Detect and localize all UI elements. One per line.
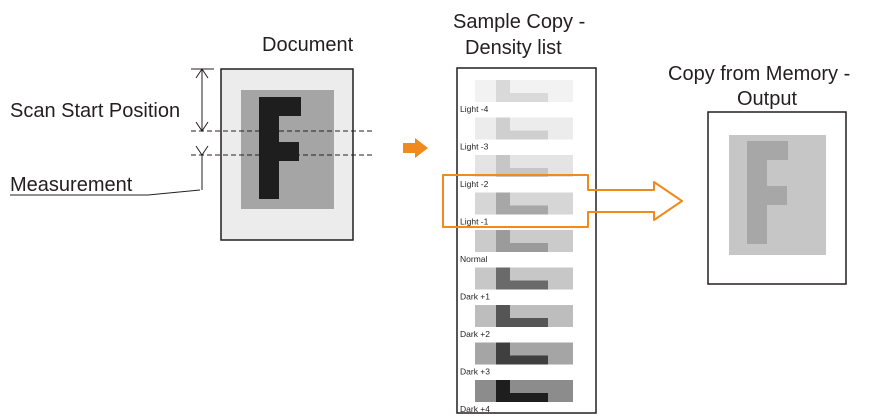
measurement-leader <box>10 189 201 196</box>
density-swatch-label: Dark +1 <box>460 292 490 302</box>
density-list-title-line1: Sample Copy - <box>453 11 586 33</box>
density-swatch-stroke-horizontal <box>496 205 548 215</box>
scan-start-position-label: Scan Start Position <box>10 100 181 122</box>
density-swatch-stroke-horizontal <box>496 318 548 327</box>
density-swatch-stroke-horizontal <box>496 393 548 402</box>
scan-start-arrow-top <box>195 68 209 79</box>
density-swatch: Dark +2 <box>460 305 573 339</box>
density-swatch-label: Light -1 <box>460 217 489 227</box>
density-swatch: Light -1 <box>460 192 573 227</box>
highlight-callout <box>442 174 683 228</box>
density-swatch-label: Light -2 <box>460 179 489 189</box>
density-swatch: Light -3 <box>460 117 573 152</box>
density-swatch: Dark +4 <box>460 380 573 414</box>
density-swatch: Light -4 <box>460 80 573 114</box>
measurement-markers <box>10 68 373 196</box>
density-swatch-label: Light -3 <box>460 142 489 152</box>
density-swatch: Dark +1 <box>460 267 573 302</box>
density-swatch: Light -2 <box>460 155 573 189</box>
density-swatch-stroke-horizontal <box>496 280 548 290</box>
document-letter-f <box>259 97 301 199</box>
density-swatch-label: Dark +4 <box>460 404 490 414</box>
density-swatches: Light -4 Light -3 Light -2 Light -1 NormalDa… <box>460 80 573 414</box>
process-arrow <box>403 138 428 158</box>
density-swatch: Dark +3 <box>460 342 573 377</box>
density-swatch-label: Normal <box>460 254 488 264</box>
density-swatch-stroke-horizontal <box>496 355 548 365</box>
density-swatch-label: Dark +2 <box>460 329 490 339</box>
density-swatch-stroke-horizontal <box>496 93 548 102</box>
measurement-arrow <box>195 145 209 156</box>
density-swatch-stroke-horizontal <box>496 168 548 177</box>
density-swatch-stroke-horizontal <box>496 130 548 140</box>
density-list-title-line2: Density list <box>465 37 562 59</box>
density-swatch-stroke-horizontal <box>496 243 548 252</box>
density-swatch: Normal <box>460 230 573 264</box>
output-title-line1: Copy from Memory - <box>668 63 851 85</box>
document-title: Document <box>262 34 354 56</box>
measurement-label: Measurement <box>10 174 133 196</box>
output-letter-f <box>747 141 788 244</box>
output-title-line2: Output <box>737 88 798 110</box>
density-swatch-label: Dark +3 <box>460 367 490 377</box>
output-document <box>707 111 847 285</box>
density-swatch-label: Light -4 <box>460 104 489 114</box>
